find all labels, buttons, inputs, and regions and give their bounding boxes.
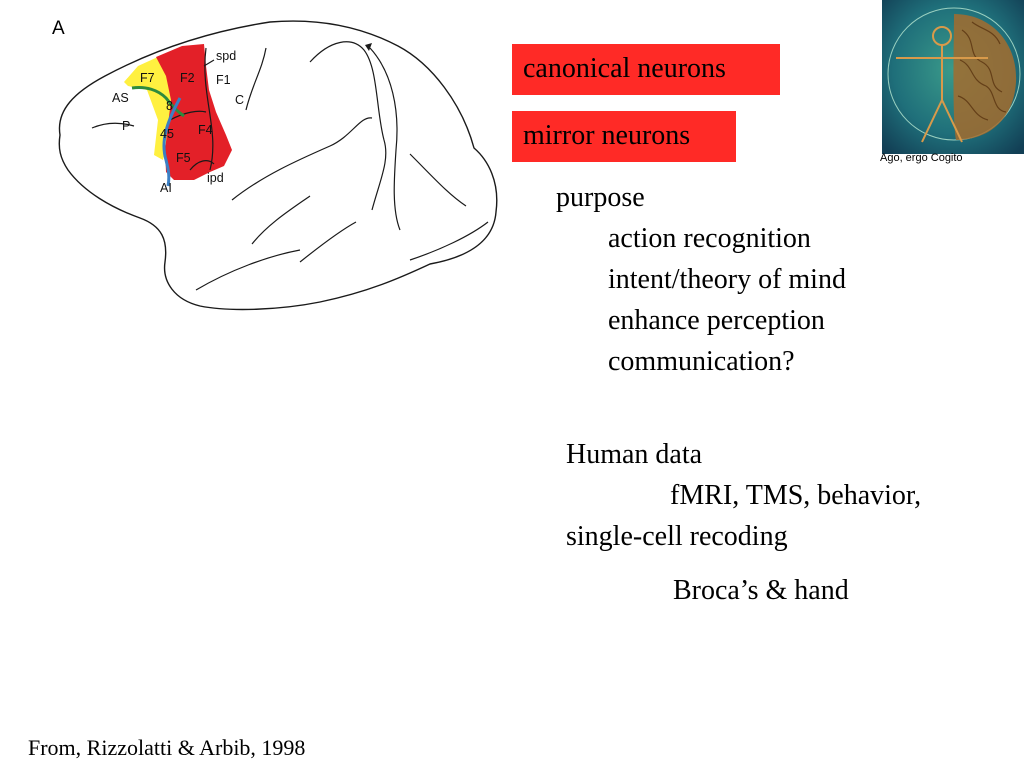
label-F2: F2: [180, 71, 195, 85]
purpose-item: intent/theory of mind: [608, 264, 846, 295]
label-F7: F7: [140, 71, 155, 85]
arrow-marker: [365, 43, 372, 51]
label-spd: spd: [216, 49, 236, 63]
yellow-area: [124, 56, 172, 160]
label-C: C: [235, 93, 244, 107]
source-credit: From, Rizzolatti & Arbib, 1998: [28, 735, 306, 760]
spd-pointer: [203, 59, 215, 67]
label-P: P: [122, 119, 130, 133]
purpose-item: communication?: [608, 346, 795, 377]
human-data-methods-cont: single-cell recoding: [566, 521, 788, 552]
label-AI: AI: [160, 181, 172, 195]
blue-line: [162, 97, 182, 187]
label-ipd: ipd: [207, 171, 224, 185]
canonical-neurons-label: canonical neurons: [512, 44, 780, 95]
label-45: 45: [160, 127, 174, 141]
figure-letter: A: [52, 18, 65, 39]
mirror-neurons-label: mirror neurons: [512, 111, 736, 162]
label-F1: F1: [216, 73, 231, 87]
purpose-item: enhance perception: [608, 305, 825, 336]
sulci: [91, 41, 489, 291]
human-data-heading: Human data: [566, 439, 703, 470]
monkey-brain-diagram: spd F7 F2 F1 AS 8 C P 45 F4 F5 ipd AI: [58, 20, 498, 311]
purpose-item: action recognition: [608, 223, 811, 254]
green-line: [131, 86, 185, 118]
label-8: 8: [166, 99, 173, 113]
human-data-methods: fMRI, TMS, behavior,: [670, 480, 922, 511]
purpose-heading: purpose: [556, 182, 645, 213]
image-caption: Ago, ergo Cogito: [880, 152, 963, 164]
vitruvian-figure-icon: [896, 26, 988, 143]
vitruvian-brain-image: [882, 0, 1024, 154]
label-F4: F4: [198, 123, 213, 137]
broca-hand-text: Broca’s & hand: [673, 575, 849, 606]
brain-outline: [58, 20, 498, 311]
label-AS: AS: [112, 91, 129, 105]
label-F5: F5: [176, 151, 191, 165]
